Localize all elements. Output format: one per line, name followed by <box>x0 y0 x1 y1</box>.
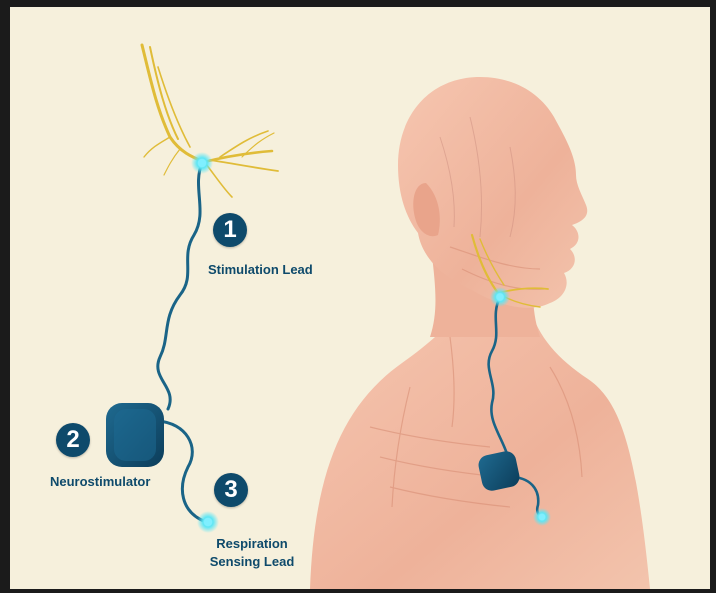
human-figure <box>310 77 650 589</box>
stimulation-lead-left <box>158 163 202 409</box>
callout-label-respiration: Respiration <box>202 535 302 552</box>
callout-label-neurostimulator: Neurostimulator <box>50 473 150 490</box>
callout-label-sensing-lead: Sensing Lead <box>198 553 306 570</box>
callout-label-stimulation-lead: Stimulation Lead <box>208 261 313 278</box>
illustration <box>10 7 710 589</box>
respiration-lead-left <box>158 421 206 522</box>
nerve-branches-left <box>142 45 278 197</box>
neurostimulator-device-left <box>106 403 164 467</box>
diagram-frame: 1 Stimulation Lead 2 Neurostimulator 3 R… <box>10 7 710 589</box>
callout-badge-3: 3 <box>214 473 248 507</box>
callout-badge-2: 2 <box>56 423 90 457</box>
callout-badge-1: 1 <box>213 213 247 247</box>
